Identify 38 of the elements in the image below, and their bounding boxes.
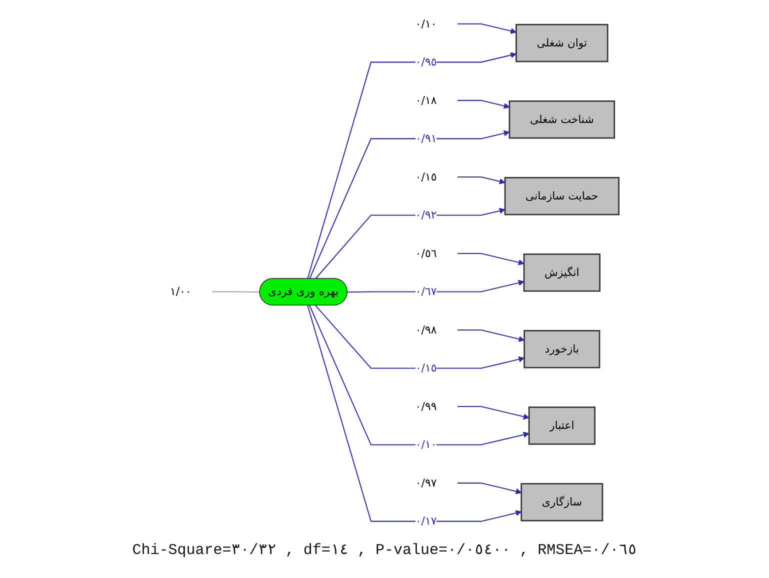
arrow bbox=[309, 130, 510, 279]
edge-label: ٠/٩٥ bbox=[416, 55, 438, 68]
edge-label: ٠/١٠ bbox=[416, 438, 438, 451]
node-box: شناخت شغلی bbox=[509, 100, 616, 139]
node-text: ٠/١٥ bbox=[416, 170, 438, 184]
node-box: انگیزش bbox=[524, 253, 601, 292]
arrow bbox=[307, 305, 522, 522]
arrow bbox=[458, 100, 510, 109]
node-box: حمایت سازمانی bbox=[504, 176, 620, 216]
node-text: ٠/٩٩ bbox=[416, 400, 438, 413]
arrow bbox=[458, 252, 525, 266]
arrow bbox=[315, 208, 506, 280]
arrow bbox=[348, 280, 525, 293]
edge-label: ٠/١٧ bbox=[416, 514, 438, 528]
node-text: ٠/٩٨ bbox=[416, 323, 438, 336]
arrow bbox=[458, 482, 522, 494]
arrow bbox=[315, 305, 525, 369]
node-text: ٠/١٠ bbox=[416, 17, 438, 30]
connector bbox=[212, 291, 260, 293]
node-box: اعتبار bbox=[528, 406, 596, 445]
fit-statistics: Chi-Square=٣٠/٣٢ , df=١٤ , P-value=٠/٠٥٤٠٠ , RMSEA=٠/٠٦٥ bbox=[131, 541, 638, 559]
arrow bbox=[458, 23, 517, 34]
arrow bbox=[458, 330, 525, 342]
node-text: ٠/١٨ bbox=[416, 94, 438, 107]
edge-label: ٠/٩٢ bbox=[416, 208, 438, 222]
edge-label: ٠/١٥ bbox=[416, 361, 438, 374]
node-text: ٠/٥٦ bbox=[416, 246, 438, 260]
node-box: توان شغلی bbox=[516, 24, 609, 62]
arrow bbox=[458, 176, 506, 184]
edge-label: ٠/٩١ bbox=[416, 132, 438, 145]
arrow bbox=[309, 305, 530, 446]
edge-label: ٠/٦٧ bbox=[416, 284, 438, 298]
node-box: بازخورد bbox=[524, 330, 601, 368]
node-box: سازگاری bbox=[521, 483, 604, 522]
arrow bbox=[307, 52, 517, 279]
arrow bbox=[458, 406, 530, 420]
node-text: ١/٠٠ bbox=[170, 284, 192, 298]
node-text: ٠/٩٧ bbox=[416, 476, 438, 490]
